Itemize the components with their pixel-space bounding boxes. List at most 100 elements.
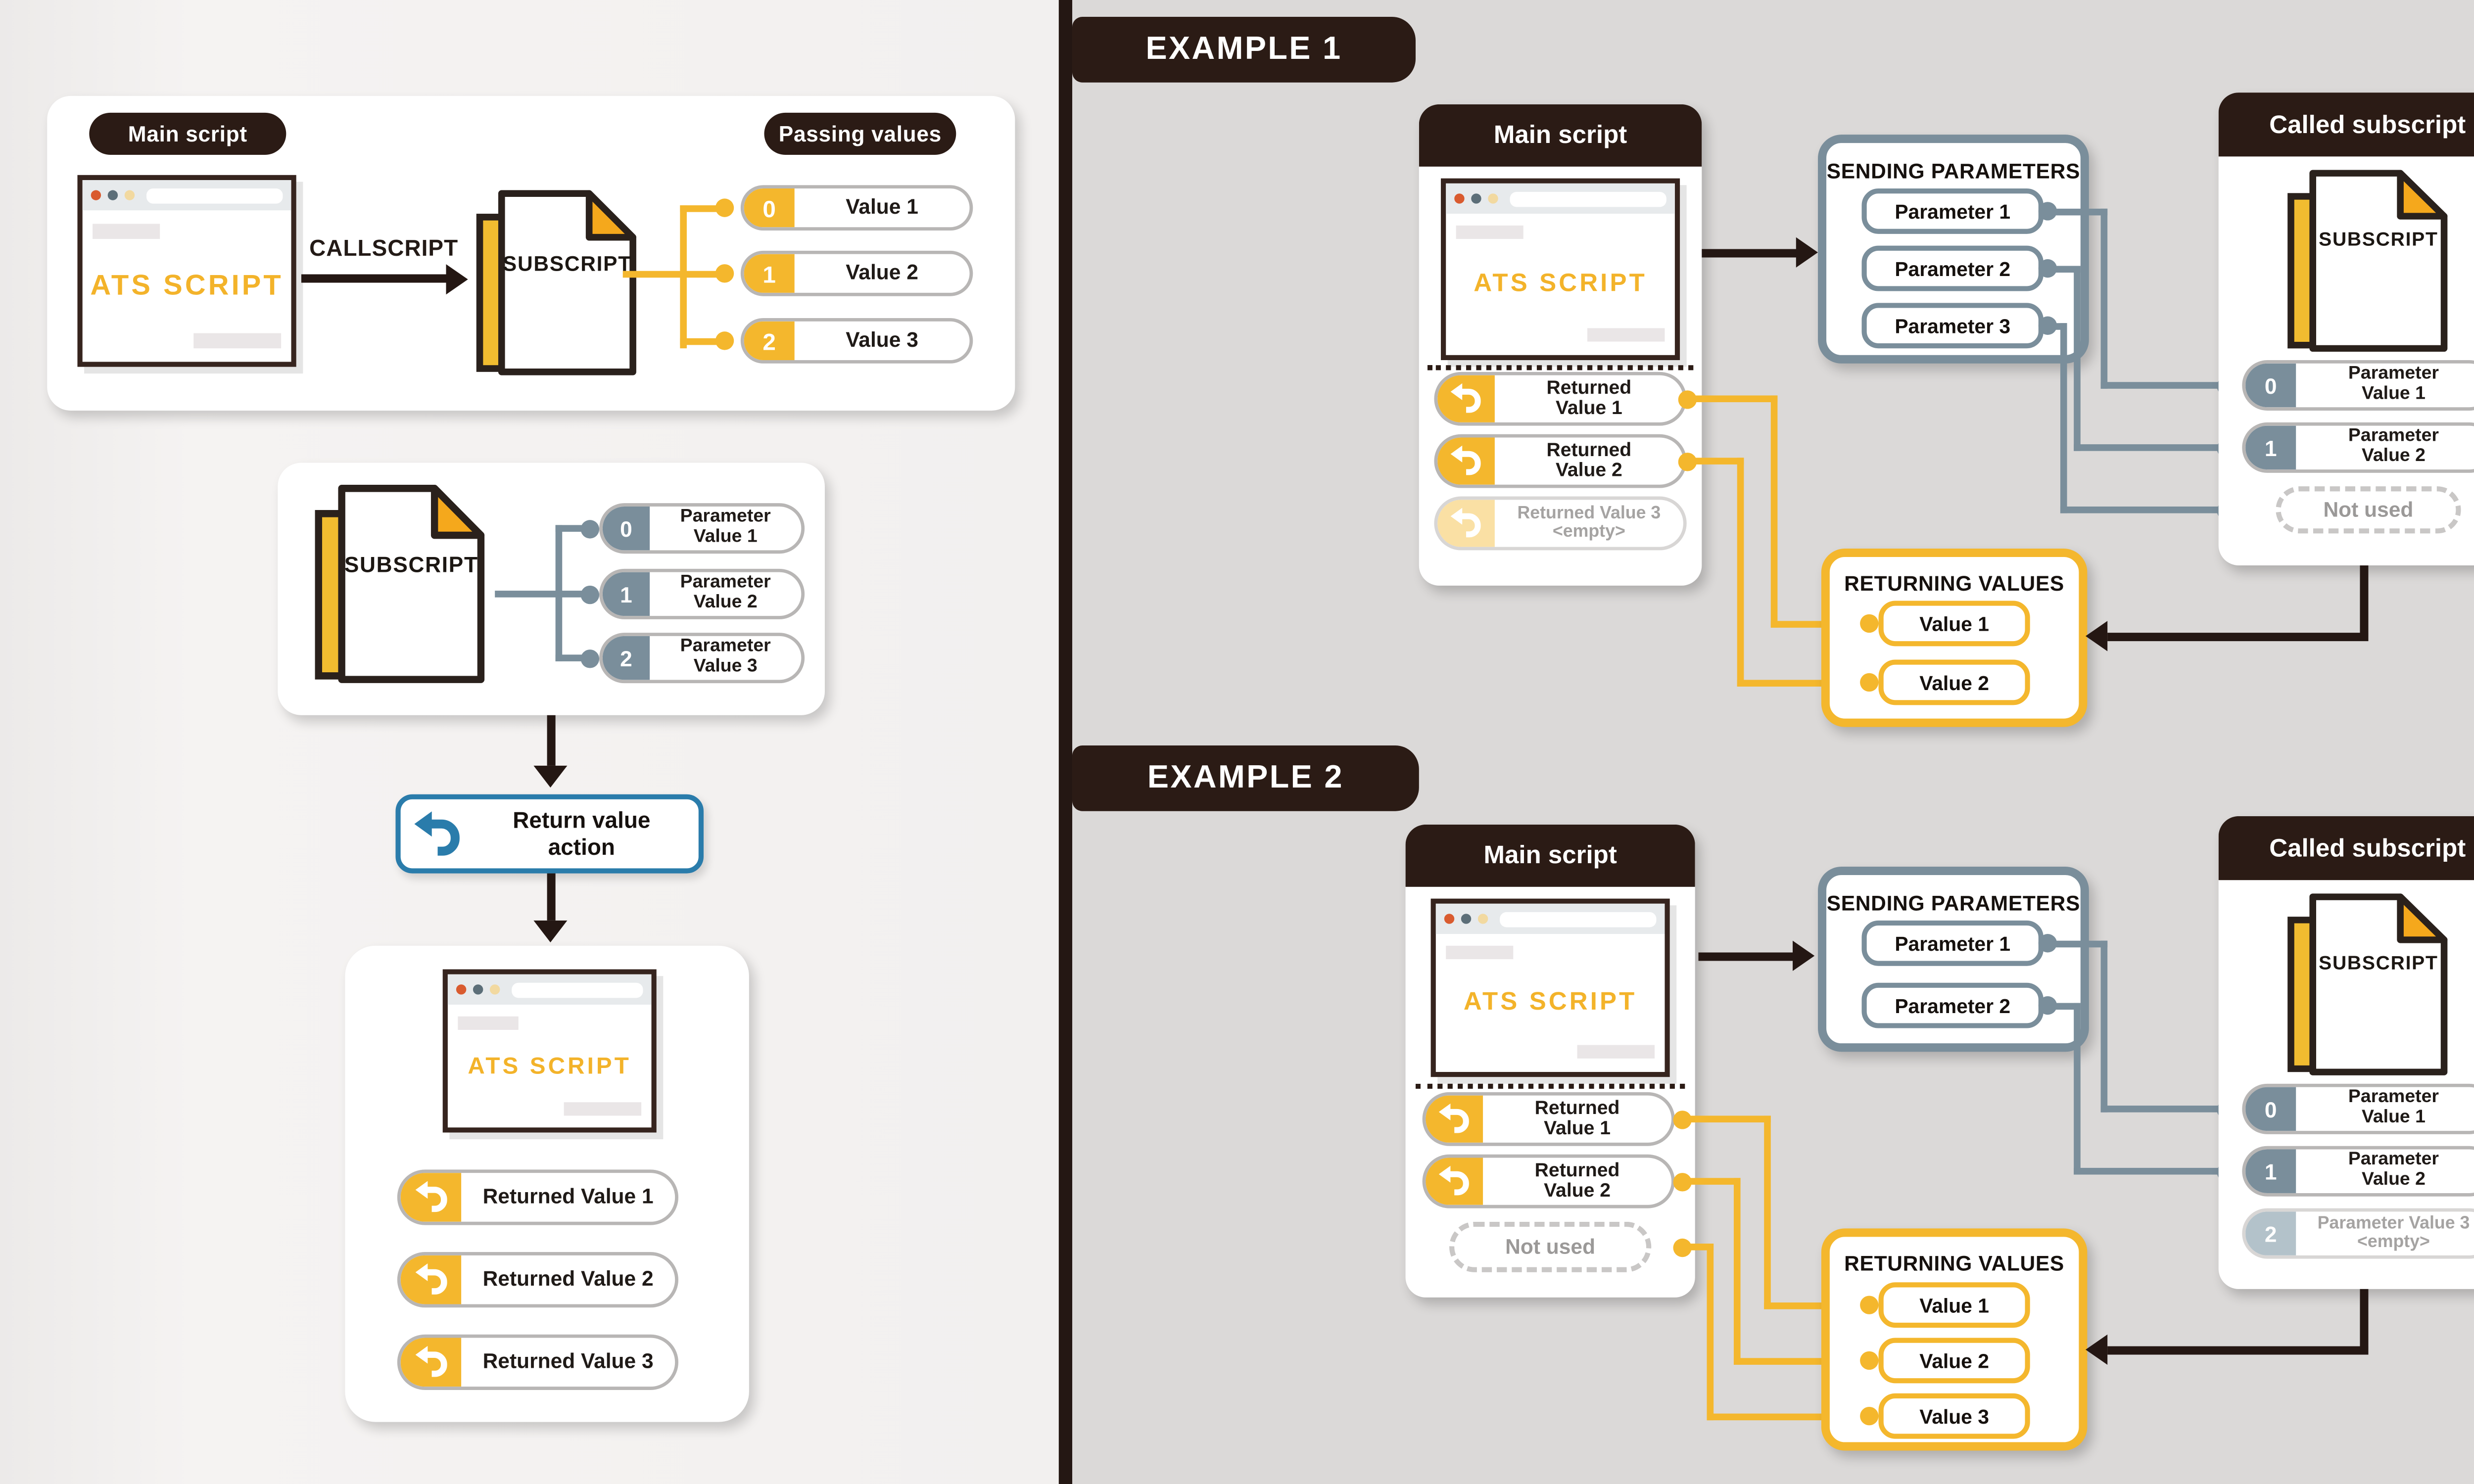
content-placeholder: [193, 333, 282, 349]
passing-value-row: 0 Value 1: [740, 185, 973, 231]
passing-value-row: 2 Value 3: [740, 318, 973, 364]
ats-script-window: ATS SCRIPT: [77, 175, 296, 367]
ex1-param-value-row: 0 Parameter Value 1: [2242, 360, 2474, 411]
passing-values-badge-label: Passing values: [778, 121, 942, 146]
content-placeholder: [1446, 945, 1514, 960]
index-badge: 1: [2245, 425, 2296, 470]
flow-arrow-line: [2107, 632, 2369, 641]
returned-label: Returned Value 2: [1546, 440, 1632, 481]
callscript-arrow-line: [301, 274, 446, 283]
ex2-param-value-row-empty: 2 Parameter Value 3<empty>: [2242, 1208, 2474, 1259]
browser-urlbar: [512, 982, 643, 997]
main-script-badge: Main script: [89, 112, 286, 155]
section-separator: [1415, 1083, 1685, 1089]
callscript-arrowhead-icon: [446, 263, 468, 294]
ex2-not-used-pill: Not used: [1449, 1221, 1652, 1272]
connector-line: [1681, 1244, 1714, 1251]
index-badge: 0: [2245, 1087, 2296, 1131]
index-badge: 2: [744, 321, 795, 361]
content-placeholder: [1577, 1045, 1655, 1059]
connector-line: [2046, 265, 2081, 272]
browser-dot-gray-icon: [1471, 193, 1481, 204]
param-label: Parameter Value 3: [680, 636, 771, 677]
returned-label: Returned Value 1: [1534, 1098, 1620, 1140]
ats-script-window: ATS SCRIPT: [1430, 898, 1670, 1077]
connector-line: [622, 271, 687, 278]
example1-title-badge: EXAMPLE 1: [1072, 17, 1416, 83]
ex1-main-script-header: Main script: [1419, 104, 1702, 167]
connector-dot: [1859, 1351, 1878, 1370]
sending-parameters-title: SENDING PARAMETERS: [1826, 160, 2081, 184]
param-value-row: 2 Parameter Value 3: [599, 633, 805, 684]
returned-label: Returned Value 1: [482, 1184, 654, 1208]
connector-line: [2046, 939, 2108, 947]
ex2-returned-row: Returned Value 1: [1422, 1092, 1675, 1146]
connector-line: [1737, 458, 1744, 686]
connector-line: [1681, 1115, 1771, 1123]
returned-label: Returned Value 3: [482, 1349, 654, 1373]
callscript-label: CALLSCRIPT: [309, 235, 459, 261]
browser-dot-red-icon: [91, 190, 101, 200]
connector-dot: [714, 198, 733, 217]
return-arrow-icon: [1437, 375, 1495, 422]
returning-values-title: RETURNING VALUES: [1844, 572, 2065, 596]
ex1-called-subscript-header: Called subscript: [2218, 93, 2474, 157]
parameter-pill: Parameter 2: [1861, 245, 2044, 291]
browser-urlbar: [1510, 191, 1666, 206]
connector-line: [2074, 265, 2081, 451]
ex1-returned-row: Returned Value 1: [1434, 371, 1687, 426]
connector-dot: [1859, 673, 1878, 692]
browser-dot-red-icon: [456, 984, 467, 995]
return-value-action-box: Return value action: [395, 794, 704, 874]
doc-label: SUBSCRIPT: [2319, 955, 2438, 975]
window-title: ATS SCRIPT: [90, 269, 284, 301]
ex2-returned-row: Returned Value 2: [1422, 1154, 1675, 1208]
parameter-pill: Parameter 1: [1861, 920, 2044, 966]
ex2-main-script-header: Main script: [1405, 824, 1695, 887]
browser-titlebar: [1446, 183, 1675, 214]
connector-line: [2100, 1106, 2226, 1113]
return-arrow-icon: [401, 809, 475, 859]
connector-line: [1686, 395, 1778, 403]
parameter-pill: Parameter 3: [1861, 303, 2044, 349]
value-pill: Value 1: [1878, 601, 2030, 647]
connector-dot: [714, 331, 733, 350]
value-label: Value 2: [846, 260, 918, 284]
connector-line: [1707, 1244, 1714, 1420]
index-badge: 2: [602, 636, 650, 680]
doc-label: SUBSCRIPT: [344, 552, 478, 577]
doc-label: SUBSCRIPT: [502, 252, 632, 277]
window-title: ATS SCRIPT: [1474, 269, 1647, 298]
ex2-called-subscript-header: Called subscript: [2218, 816, 2474, 881]
flow-arrowhead-icon: [533, 765, 568, 788]
ats-script-window: ATS SCRIPT: [1441, 178, 1680, 361]
returned-value-row: Returned Value 3: [397, 1334, 678, 1390]
returned-value-row: Returned Value 1: [397, 1169, 678, 1225]
index-badge: 1: [2245, 1149, 2296, 1193]
flow-arrowhead-icon: [533, 920, 568, 943]
window-title: ATS SCRIPT: [1463, 987, 1637, 1016]
ats-script-window: ATS SCRIPT: [442, 969, 657, 1133]
section-separator: [1427, 365, 1694, 371]
connector-line: [1733, 1178, 1741, 1364]
connector-dot: [1859, 1406, 1878, 1426]
window-title: ATS SCRIPT: [468, 1051, 632, 1078]
subscript-doc-icon: SUBSCRIPT: [473, 188, 641, 377]
browser-titlebar: [447, 974, 652, 1005]
value-pill: Value 1: [1878, 1282, 2030, 1328]
flow-arrow-line: [1702, 248, 1798, 257]
subscript-doc-icon: SUBSCRIPT: [2284, 892, 2452, 1077]
browser-urlbar: [146, 187, 283, 203]
connector-line: [1686, 458, 1744, 464]
returned-label: Returned Value 2: [1534, 1160, 1620, 1202]
param-label: Parameter Value 2: [680, 572, 771, 613]
browser-dot-red-icon: [1444, 914, 1455, 924]
returned-label: Returned Value 2: [482, 1266, 654, 1291]
param-label: Parameter Value 1: [2348, 1087, 2439, 1128]
connector-line: [1681, 1178, 1741, 1185]
flow-arrow-line: [1698, 951, 1795, 960]
param-label: Parameter Value 1: [2348, 364, 2439, 404]
flow-arrow-line: [546, 873, 555, 921]
example1-title: EXAMPLE 1: [1145, 31, 1342, 67]
browser-dot-gray-icon: [1461, 914, 1472, 924]
